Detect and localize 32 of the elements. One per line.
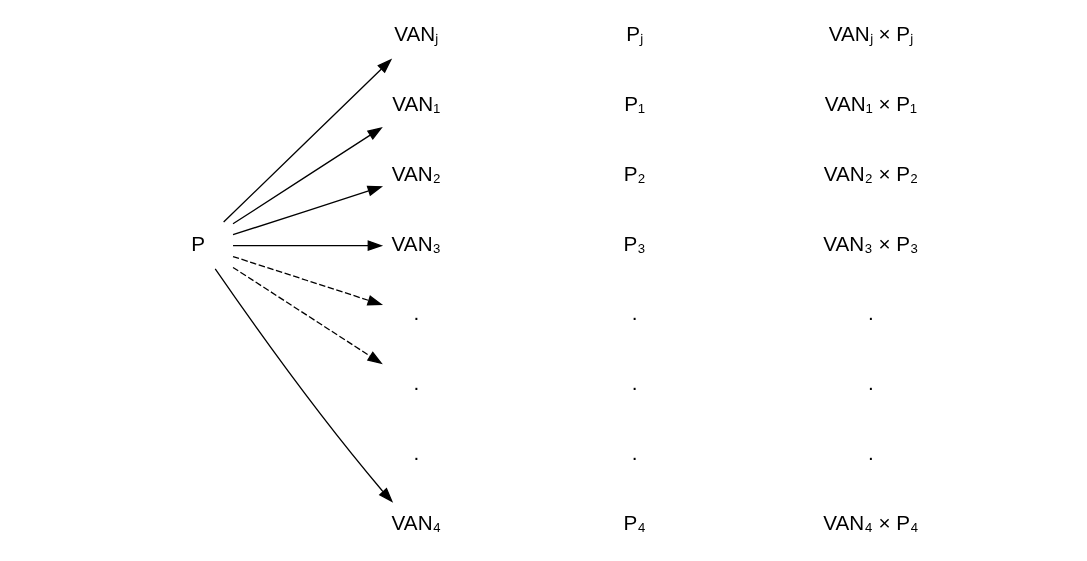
arrow <box>232 266 383 365</box>
label: P₁ <box>624 92 645 116</box>
node-text: VAN₄ <box>391 510 441 534</box>
arrow <box>232 185 384 236</box>
node-text: . <box>413 371 420 395</box>
label: . <box>868 301 874 325</box>
label: . <box>631 440 638 464</box>
node-text: VAN₂ <box>391 161 441 185</box>
label: . <box>631 371 638 395</box>
label: P₂ <box>623 161 646 185</box>
node-text: P <box>191 231 205 255</box>
node-text: VAN₃ <box>391 231 441 255</box>
label: P₃ <box>623 231 646 255</box>
label: VAN₃ × P₃ <box>823 231 919 255</box>
label: VAN₄ × P₄ <box>823 510 919 534</box>
node-text: VAN₁ <box>392 92 441 116</box>
arrow <box>232 255 384 306</box>
label: Pⱼ <box>626 22 643 46</box>
arrow <box>223 58 393 223</box>
node-text: . <box>413 301 420 325</box>
label: P₄ <box>623 510 646 534</box>
label: VANⱼ × Pⱼ <box>828 22 914 46</box>
node-text: VANⱼ <box>394 22 439 46</box>
node-text: . <box>413 440 420 464</box>
arrow <box>214 268 394 503</box>
label: VAN₂ × P₂ <box>823 161 919 185</box>
label: VAN₁ × P₁ <box>824 92 917 116</box>
arrow <box>232 126 383 225</box>
arrow <box>232 240 384 252</box>
label: . <box>631 301 638 325</box>
label: . <box>868 371 874 395</box>
label: . <box>868 440 874 464</box>
